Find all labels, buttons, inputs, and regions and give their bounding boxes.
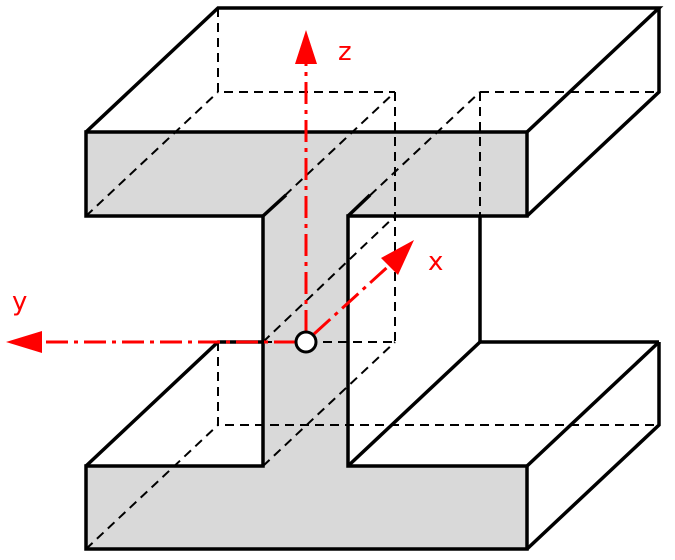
hidden-recede-web-top-left (262, 91, 396, 217)
y-arrowhead (6, 331, 42, 353)
hidden-recede-web-left (262, 215, 396, 343)
hidden-recede-bottom-web (262, 341, 396, 467)
hidden-recede-web-right (347, 91, 481, 217)
back-top-flange-bottom (217, 8, 395, 93)
visible-edges (84, 6, 664, 551)
x-axis-line (312, 260, 395, 336)
bottom-flange-right-edges (525, 342, 661, 551)
bottom-flange-top-right-edge (346, 340, 482, 468)
x-axis-label: x (428, 247, 443, 277)
z-axis-label: z (338, 37, 352, 67)
y-axis-label: y (12, 287, 27, 317)
bottom-flange-top-left-edge (84, 340, 263, 468)
hidden-recede-bottom-flange (85, 424, 219, 550)
bottom-flange-top-front-right-edge (525, 340, 661, 468)
hidden-recede-top-flange (85, 91, 219, 217)
top-flange-right-edges (525, 8, 661, 218)
arrowheads (6, 30, 414, 353)
web-right-edges (478, 216, 659, 344)
axes (36, 60, 395, 344)
x-arrowhead (381, 240, 414, 275)
top-flange-top-edges (84, 6, 664, 134)
origin-marker (294, 330, 318, 354)
z-arrowhead (295, 30, 317, 64)
